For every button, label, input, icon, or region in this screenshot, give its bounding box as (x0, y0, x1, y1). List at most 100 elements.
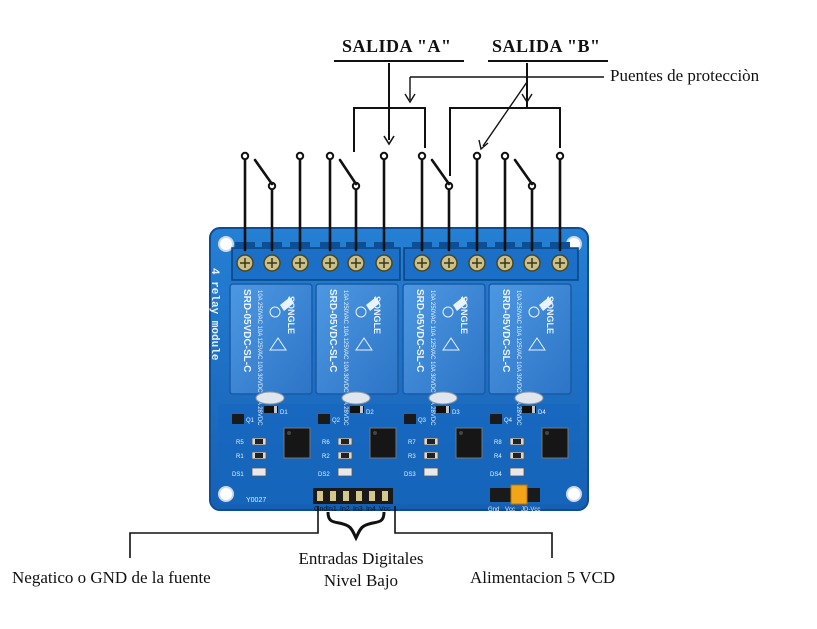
header-pin[interactable] (343, 491, 349, 501)
mount-hole (219, 487, 233, 501)
jdvcc-jumper: Gnd Vcc JD-Vcc (488, 485, 540, 513)
puentes-pointer (410, 77, 604, 146)
resistor-label: R6 (322, 440, 330, 446)
diode-band (274, 406, 277, 413)
diode-label: D3 (452, 410, 460, 416)
jumper-pin-label: Gnd (488, 507, 499, 513)
jumper-pin-label: JD-Vcc (521, 507, 540, 513)
pin1-dot (287, 431, 291, 435)
mount-hole (219, 237, 233, 251)
smd-resistor-body (255, 439, 263, 444)
transistor (490, 414, 502, 424)
led-label: DS4 (490, 472, 502, 478)
pin1-dot (459, 431, 463, 435)
led-label: DS2 (318, 472, 330, 478)
transistor-label: Q1 (246, 418, 255, 424)
relay-model-text: SRD-05VDC-SL-C (241, 289, 252, 372)
resistor-label: R7 (408, 440, 416, 446)
header-pin-label: In1 (327, 506, 337, 513)
wire (340, 160, 356, 184)
led-label: DS1 (232, 472, 244, 478)
resistor-label: R2 (322, 454, 330, 460)
smd-resistor-body (513, 453, 521, 458)
relay-rating-text: 10A 250VAC 10A 125VAC 10A 30VDC 10A 28VD… (515, 290, 521, 426)
contact-node-icon (474, 153, 480, 159)
board-side-label: 4 relay module (208, 268, 220, 361)
screw-terminals (232, 242, 578, 280)
relay-model-text: SRD-05VDC-SL-C (414, 289, 425, 372)
puentes-label: Puentes de protecciòn (610, 66, 759, 86)
transistor (318, 414, 330, 424)
smd-resistor-body (427, 439, 435, 444)
gnd-label: Negatico o GND de la fuente (12, 568, 211, 588)
entradas-line1: Entradas Digitales (276, 548, 446, 570)
header-pin-label: In3 (353, 506, 363, 513)
header-pin-label: In4 (366, 506, 376, 513)
smd-resistor-body (427, 453, 435, 458)
input-header: GndIn1In2In3In4Vcc (313, 488, 393, 513)
relay-base-pad (429, 392, 457, 404)
header-pin-label: In2 (340, 506, 350, 513)
salida-b-label: SALIDA "B" (492, 36, 601, 57)
wire (432, 160, 449, 184)
smd-led (510, 468, 524, 476)
relay-rating-text: 10A 250VAC 10A 125VAC 10A 30VDC 10A 28VD… (429, 290, 435, 426)
mount-hole (567, 487, 581, 501)
inputs-brace (328, 512, 384, 538)
diode-band (446, 406, 449, 413)
relay-base-pad (256, 392, 284, 404)
smd-led (338, 468, 352, 476)
relay-rating-text: 10A 250VAC 10A 125VAC 10A 30VDC 10A 28VD… (342, 290, 348, 426)
smd-led (424, 468, 438, 476)
header-pin[interactable] (317, 491, 323, 501)
entradas-line2: Nivel Bajo (276, 570, 446, 592)
relay-base-pad (342, 392, 370, 404)
transistor-label: Q2 (332, 418, 341, 424)
resistor-label: R3 (408, 454, 416, 460)
diode-band (360, 406, 363, 413)
header-pin[interactable] (382, 491, 388, 501)
resistor-label: R5 (236, 440, 244, 446)
header-pin[interactable] (356, 491, 362, 501)
pin1-dot (373, 431, 377, 435)
contact-node-icon (419, 153, 425, 159)
entradas-label: Entradas Digitales Nivel Bajo (276, 548, 446, 592)
jumper-pin-label: Vcc (505, 507, 515, 513)
relay-rating-text: 10A 250VAC 10A 125VAC 10A 30VDC 10A 28VD… (256, 290, 262, 426)
resistor-label: R8 (494, 440, 502, 446)
transistor-label: Q4 (504, 418, 513, 424)
transistor (404, 414, 416, 424)
header-pin[interactable] (369, 491, 375, 501)
relay-base-pad (515, 392, 543, 404)
resistor-label: R4 (494, 454, 502, 460)
led-label: DS3 (404, 472, 416, 478)
relay-model-text: SRD-05VDC-SL-C (500, 289, 511, 372)
smd-resistor-body (255, 453, 263, 458)
transistor (232, 414, 244, 424)
contact-node-icon (557, 153, 563, 159)
diode-label: D1 (280, 410, 288, 416)
header-pin-label: Vcc (379, 506, 391, 513)
pin1-dot (545, 431, 549, 435)
salida-a-label: SALIDA "A" (342, 36, 452, 57)
resistor-label: R1 (236, 454, 244, 460)
wire (255, 160, 272, 184)
diode-band (532, 406, 535, 413)
smd-led (252, 468, 266, 476)
board-code: Y0027 (246, 497, 266, 504)
wire (515, 160, 532, 184)
contact-node-icon (297, 153, 303, 159)
smd-resistor-body (341, 453, 349, 458)
transistor-label: Q3 (418, 418, 427, 424)
header-pin[interactable] (330, 491, 336, 501)
smd-resistor-body (513, 439, 521, 444)
header-pin-label: Gnd (314, 506, 327, 513)
contact-node-icon (381, 153, 387, 159)
relay-model-text: SRD-05VDC-SL-C (327, 289, 338, 372)
diode-label: D4 (538, 410, 546, 416)
terminal-block (232, 248, 400, 280)
contact-node-icon (502, 153, 508, 159)
contact-node-icon (327, 153, 333, 159)
smd-resistor-body (341, 439, 349, 444)
